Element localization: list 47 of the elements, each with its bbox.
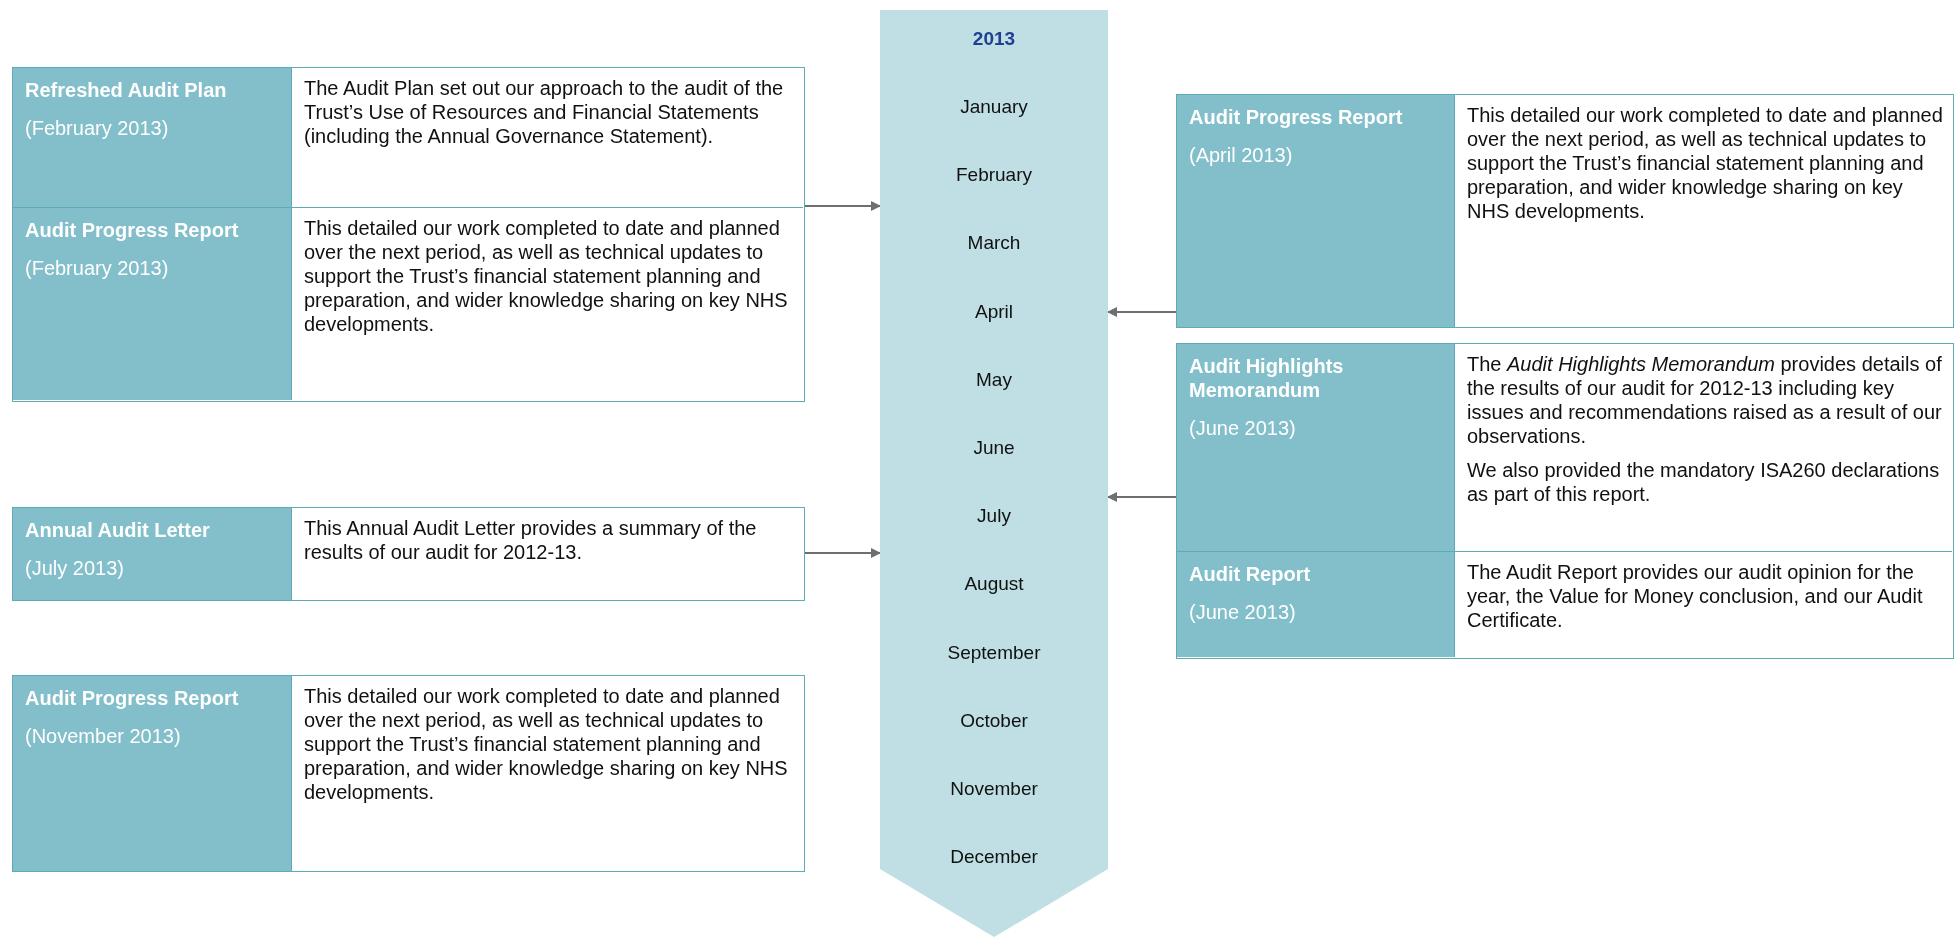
- month-label: August: [964, 572, 1024, 597]
- report-date: (February 2013): [25, 116, 170, 140]
- report-date: (November 2013): [25, 724, 182, 748]
- description-text: This detailed our work completed to date and planned over the next period, as well as technical updates to support the Trust’s financial statement planning and preparation, and wider knowledge sharing on key NHS developments.: [1467, 103, 1943, 223]
- description-text: This Annual Audit Letter provides a summary of the results of our audit for 2012-13.: [304, 516, 758, 564]
- month-label: June: [973, 436, 1015, 460]
- description-text: The Audit Report provides our audit opinion for the year, the Value for Money conclusion, and our Audit Certificate.: [1467, 560, 1924, 632]
- month-label: September: [947, 640, 1041, 665]
- description-text: This detailed our work completed to date and planned over the next period, as well as technical updates to support the Trust’s financial statement planning and preparation, and wider knowledge sharing on key NHS developments.: [304, 684, 789, 804]
- description-text: We also provided the mandatory ISA260 declarations as part of this report.: [1467, 458, 1941, 506]
- arrow: [1107, 492, 1178, 502]
- report-row: [12, 675, 805, 872]
- month-label: February: [956, 163, 1032, 188]
- description-text: The Audit Highlights Memorandum provides details of the results of our audit for 2012-13 including key issues and recommendations raised as a result of our observations.: [1467, 352, 1942, 448]
- year-label: 2013: [972, 27, 1016, 51]
- report-title: Audit Progress Report: [25, 218, 240, 242]
- report-title: Annual Audit Letter: [25, 518, 211, 542]
- month-label: May: [976, 367, 1012, 392]
- report-row: [1177, 551, 1952, 657]
- report-title: Audit Progress Report: [25, 686, 240, 710]
- description-text: The Audit Plan set out our approach to the audit of the Trust’s Use of Resources and Financial Statements (including the Annual Governance Statement).: [304, 76, 785, 148]
- month-label: April: [975, 299, 1013, 324]
- report-date: (June 2013): [1189, 416, 1297, 440]
- report-date: (June 2013): [1189, 600, 1297, 624]
- month-label: July: [977, 504, 1011, 529]
- report-row: [12, 507, 805, 601]
- arrow: [1107, 307, 1177, 317]
- report-date: (February 2013): [25, 256, 170, 280]
- month-label: January: [960, 95, 1028, 119]
- month-label: November: [950, 777, 1038, 801]
- report-title: Audit Progress Report: [1189, 105, 1404, 129]
- report-date: (April 2013): [1189, 143, 1294, 167]
- report-title: Audit Highlights Memorandum: [1189, 354, 1345, 402]
- month-label: December: [950, 845, 1038, 870]
- month-label: March: [967, 231, 1021, 256]
- report-date: (July 2013): [25, 556, 125, 580]
- report-row: [1176, 94, 1954, 328]
- report-row: [13, 207, 803, 400]
- report-title: Refreshed Audit Plan: [25, 78, 228, 102]
- arrow: [804, 548, 881, 558]
- timeline-chevron: [880, 10, 1108, 937]
- table-frame: [12, 67, 805, 402]
- arrow: [804, 201, 881, 211]
- month-label: October: [960, 708, 1028, 733]
- description-text: This detailed our work completed to date and planned over the next period, as well as technical updates to support the Trust’s financial statement planning and preparation, and wider knowledge sharing on key NHS developments.: [304, 216, 789, 336]
- table-frame: [1176, 343, 1954, 659]
- report-title: Audit Report: [1189, 562, 1312, 586]
